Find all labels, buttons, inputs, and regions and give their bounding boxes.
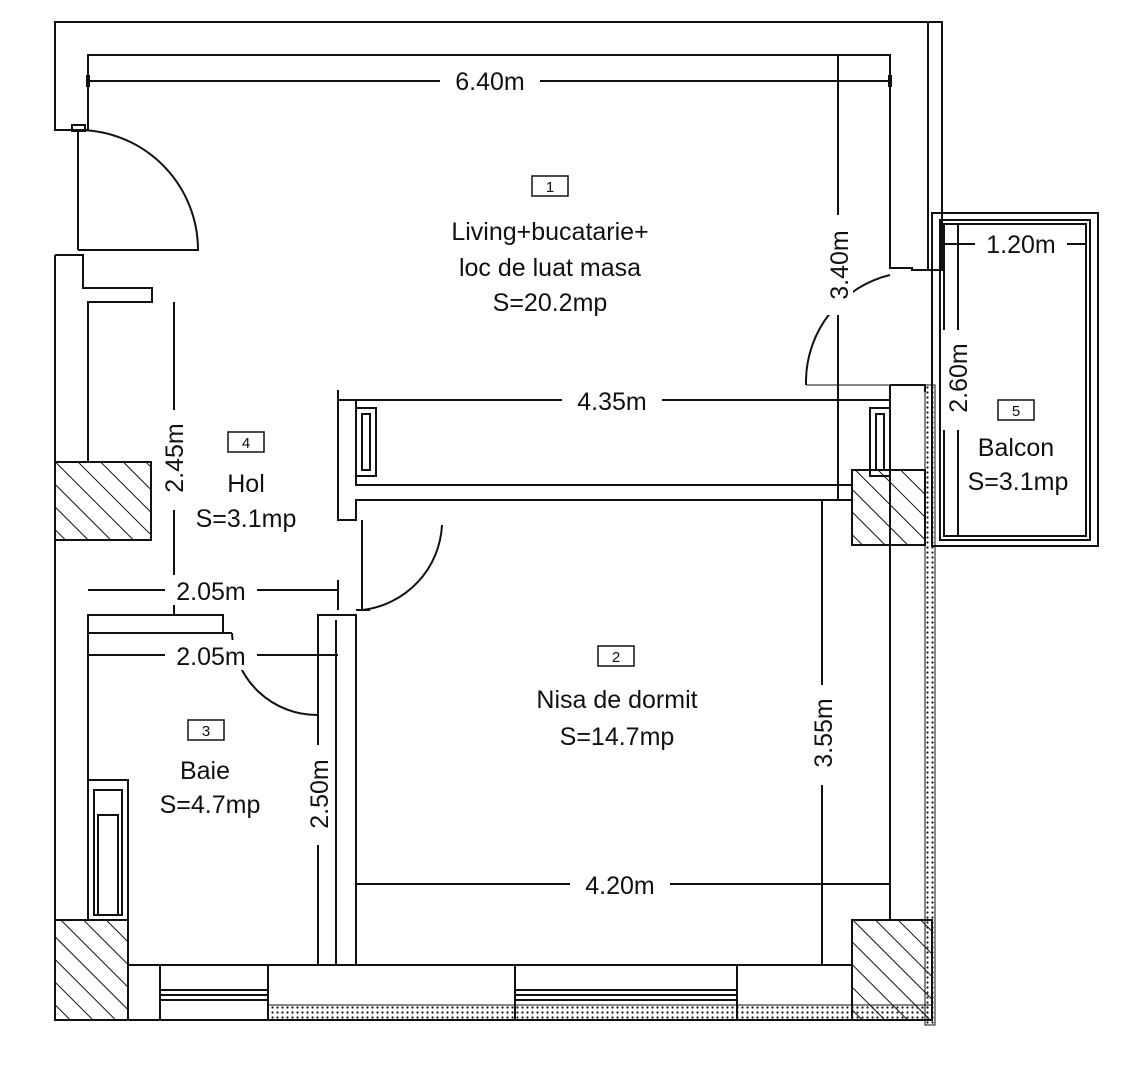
room-bathroom: 3 Baie S=4.7mp (160, 719, 261, 819)
room-area: S=3.1mp (196, 505, 297, 533)
room-name: Balcon (978, 434, 1054, 462)
room-number-box (597, 645, 635, 667)
dim-6-40: 6.40m (455, 68, 524, 96)
room-balcony: 5 Balcon S=3.1mp (968, 399, 1069, 496)
dimension-labels: 6.40m 3.40m 1.20m 2.60m 4.35m 2.45m 2.05… (161, 68, 1056, 900)
room-number: 1 (546, 179, 554, 196)
dim-2-05-bottom: 2.05m (176, 643, 245, 671)
dim-2-50: 2.50m (306, 759, 334, 828)
room-hallway: 4 Hol S=3.1mp (196, 431, 297, 533)
room-bedroom-nook: 2 Nisa de dormit S=14.7mp (536, 645, 698, 751)
room-number: 2 (612, 649, 620, 666)
room-area: S=20.2mp (493, 289, 608, 317)
dim-1-20: 1.20m (986, 231, 1055, 259)
doors (77, 129, 891, 717)
room-area: S=4.7mp (160, 791, 261, 819)
dim-3-55: 3.55m (810, 698, 838, 767)
room-number-box (227, 431, 265, 453)
room-number: 5 (1012, 403, 1020, 420)
dim-3-40: 3.40m (826, 230, 854, 299)
dim-2-45: 2.45m (161, 423, 189, 492)
room-area: S=3.1mp (968, 468, 1069, 496)
room-name: Baie (180, 757, 230, 785)
room-name-line-1: Living+bucatarie+ (451, 218, 648, 246)
dim-2-60: 2.60m (945, 343, 973, 412)
dim-4-20: 4.20m (585, 872, 654, 900)
room-number: 3 (202, 723, 210, 740)
room-number-box (187, 719, 225, 741)
room-name: Hol (227, 470, 265, 498)
room-number-box (531, 175, 569, 197)
room-area: S=14.7mp (560, 723, 675, 751)
room-name: Nisa de dormit (536, 686, 697, 714)
room-name-line-2: loc de luat masa (459, 254, 641, 282)
room-number: 4 (242, 435, 250, 452)
insulation-bottom (267, 1004, 933, 1021)
dim-2-05-top: 2.05m (176, 578, 245, 606)
insulation-right (924, 384, 936, 1026)
room-living: 1 Living+bucatarie+ loc de luat masa S=2… (451, 175, 649, 317)
columns (54, 461, 933, 1021)
dim-4-35: 4.35m (577, 388, 646, 416)
room-number-box (997, 399, 1035, 421)
